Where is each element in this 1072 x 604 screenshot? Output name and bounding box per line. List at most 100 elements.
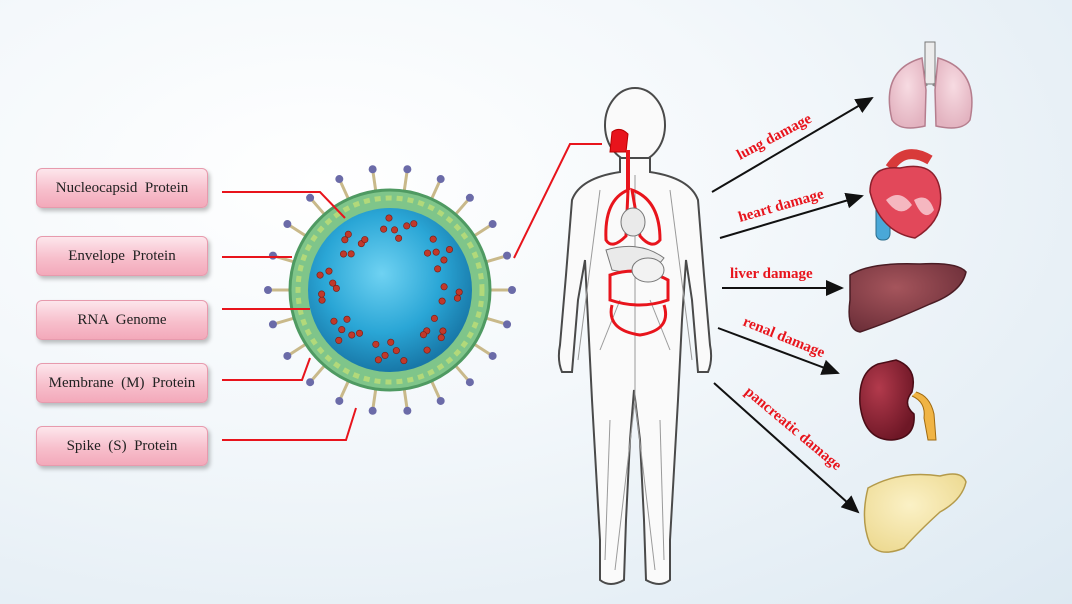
rna-bead [395, 234, 403, 242]
spike-head [283, 220, 292, 229]
spike-stem [308, 363, 327, 384]
label-pancreatic-damage: pancreatic damage [741, 384, 844, 474]
rna-bead [380, 225, 388, 233]
spike-head [403, 165, 412, 174]
spike-head [465, 193, 474, 202]
human-body [557, 87, 713, 585]
body-stomach [608, 269, 670, 307]
body-lung-left [604, 187, 630, 246]
virus-core [308, 208, 472, 372]
pancreas-icon [863, 473, 967, 553]
rna-bead [329, 279, 337, 287]
spike-stem [483, 254, 508, 264]
heart-icon [869, 149, 942, 241]
pointer-spike [222, 407, 357, 441]
lungs-icon [888, 41, 973, 129]
body-kidney [631, 257, 665, 283]
rna-bead [344, 230, 352, 238]
pointer-lines [222, 143, 602, 441]
spike-stem [371, 169, 378, 194]
label-liver-damage: liver damage [730, 266, 813, 282]
rna-bead [430, 314, 438, 322]
rna-bead [372, 340, 380, 348]
spike-head [264, 286, 272, 294]
rna-bead [356, 329, 364, 337]
spike-head [268, 251, 277, 260]
rna-bead [361, 236, 369, 244]
rna-bead [440, 256, 448, 264]
spike-head [306, 378, 315, 387]
rna-bead [423, 346, 431, 354]
body-lung-right [630, 187, 662, 246]
rna-bead [325, 267, 333, 275]
spike-head [436, 396, 445, 405]
rna-bead [453, 294, 461, 302]
rna-bead [332, 284, 340, 292]
arrow-heart [719, 192, 864, 239]
rna-bead [438, 297, 446, 305]
spike-stem [371, 386, 378, 411]
membrane-ring [295, 195, 485, 385]
spike-head [368, 406, 377, 415]
rna-bead [432, 248, 440, 256]
spike-stem [402, 386, 409, 411]
rna-bead [341, 236, 349, 244]
rna-bead [348, 331, 356, 339]
body-intestine [609, 304, 667, 337]
spike-head [283, 351, 292, 360]
rna-bead [335, 336, 343, 344]
rna-bead [318, 290, 326, 298]
spike-stem [286, 341, 309, 358]
rna-bead [403, 222, 411, 230]
label-membrane-protein: Membrane (M) Protein [36, 363, 208, 403]
spike-head [403, 406, 412, 415]
rna-bead [374, 356, 382, 364]
rna-bead [440, 283, 448, 291]
rna-bead [445, 246, 453, 254]
rna-bead [316, 271, 324, 279]
rna-bead [381, 351, 389, 359]
rna-bead [434, 265, 442, 273]
rna-genome-strands [316, 214, 463, 365]
spike-head [508, 286, 516, 294]
spike-stem [483, 316, 508, 326]
spike-head [335, 175, 344, 184]
body-heart [620, 207, 646, 237]
rna-bead [387, 338, 395, 346]
rna-bead [338, 326, 346, 334]
rna-bead [400, 357, 408, 365]
rna-bead [392, 347, 400, 355]
rna-bead [439, 327, 447, 335]
spike-stem [471, 341, 494, 358]
spike-head [503, 251, 512, 260]
spike-head [436, 175, 445, 184]
rna-bead [385, 214, 393, 222]
spike-head [306, 193, 315, 202]
rna-bead [424, 249, 432, 257]
rna-bead [343, 315, 351, 323]
spike-stem [402, 169, 409, 194]
spike-head [335, 396, 344, 405]
spike-head [268, 320, 277, 329]
pointer-virus-to-body [513, 143, 602, 259]
vessel-network [577, 175, 693, 571]
rna-bead [330, 317, 338, 325]
spike-stem [286, 222, 309, 239]
rna-bead [410, 220, 418, 228]
spike-head [488, 220, 497, 229]
label-renal-damage: renal damage [741, 314, 828, 361]
nasal-cavity [609, 128, 629, 153]
kidney-icon [859, 359, 937, 441]
rna-bead [391, 226, 399, 234]
spike-stem [453, 363, 472, 384]
rna-bead [340, 250, 348, 258]
pointer-membrane [222, 357, 311, 381]
arrow-renal [717, 327, 840, 375]
spike-head [465, 378, 474, 387]
label-envelope-protein: Envelope Protein [36, 236, 208, 276]
rna-bead [437, 334, 445, 342]
rna-bead [429, 235, 437, 243]
arrow-lung [711, 96, 874, 193]
spike-head [488, 351, 497, 360]
